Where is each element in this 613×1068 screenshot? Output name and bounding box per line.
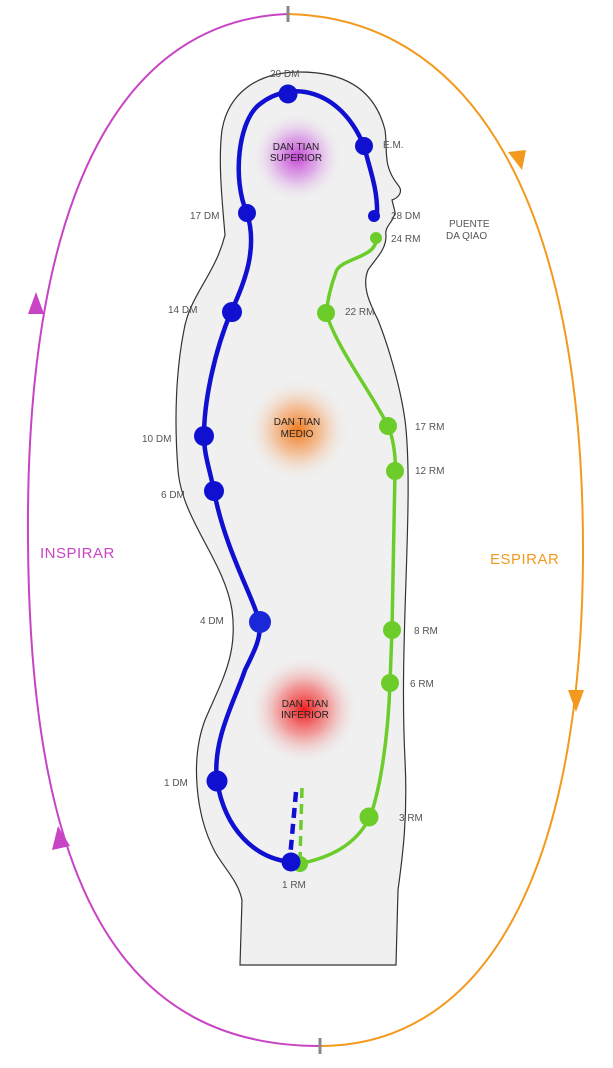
point-14dm [222, 302, 242, 322]
dan-tian-inferior-label-2: INFERIOR [281, 710, 329, 721]
point-17dm [238, 204, 256, 222]
label-17rm: 17 RM [415, 422, 444, 433]
label-8rm: 8 RM [414, 626, 438, 637]
inspirar-arrow-lower [52, 826, 70, 850]
label-4dm: 4 DM [200, 616, 224, 627]
point-6rm [381, 674, 399, 692]
inspirar-label: INSPIRAR [40, 545, 115, 562]
label-1dm: 1 DM [164, 778, 188, 789]
label-28dm: 28 DM [391, 211, 420, 222]
espirar-label: ESPIRAR [490, 551, 559, 568]
label-3rm: 3 RM [399, 813, 423, 824]
bridge-label-1: PUENTE [449, 219, 490, 230]
label-20dm: 20 DM [270, 69, 299, 80]
point-10dm [194, 426, 214, 446]
point-1dm [206, 770, 228, 792]
dan-tian-superior-label-1: DAN TIAN [273, 142, 320, 153]
point-em [355, 137, 373, 155]
label-6rm: 6 RM [410, 679, 434, 690]
label-14dm: 14 DM [168, 305, 197, 316]
ren-mai-dashed-stub [298, 787, 304, 861]
point-6dm [204, 481, 224, 501]
espirar-arrow-upper [508, 150, 526, 170]
dan-tian-inferior-label-1: DAN TIAN [282, 699, 329, 710]
point-24rm [370, 232, 382, 244]
label-em: E.M. [383, 140, 404, 151]
du-mai-dashed-stub [287, 791, 299, 859]
body-silhouette [175, 71, 409, 966]
espirar-arc [287, 13, 585, 1047]
label-6dm: 6 DM [161, 490, 185, 501]
label-1rm: 1 RM [282, 880, 306, 891]
espirar-arrow-lower [568, 690, 584, 712]
point-12rm [386, 462, 404, 480]
point-8rm [383, 621, 401, 639]
point-3rm [359, 807, 379, 827]
point-4dm [249, 611, 271, 633]
label-12rm: 12 RM [415, 466, 444, 477]
inspirar-arc [26, 13, 321, 1047]
dan-tian-medio-glow [246, 378, 350, 482]
dan-tian-superior-glow [251, 111, 343, 203]
point-22rm [317, 304, 335, 322]
dan-tian-medio-label-2: MEDIO [281, 429, 314, 440]
label-22rm: 22 RM [345, 307, 374, 318]
bridge-label-2: DA QIAO [446, 231, 487, 242]
point-17rm [379, 417, 397, 435]
point-28dm [368, 210, 380, 222]
label-17dm: 17 DM [190, 211, 219, 222]
inspirar-arrow-upper [28, 292, 44, 314]
label-10dm: 10 DM [142, 434, 171, 445]
dan-tian-medio-label-1: DAN TIAN [274, 417, 321, 428]
dan-tian-inferior-glow [249, 655, 359, 765]
label-24rm: 24 RM [391, 234, 420, 245]
dan-tian-superior-label-2: SUPERIOR [270, 153, 322, 164]
point-20dm [278, 84, 298, 104]
point-1rm-blue [281, 852, 301, 872]
